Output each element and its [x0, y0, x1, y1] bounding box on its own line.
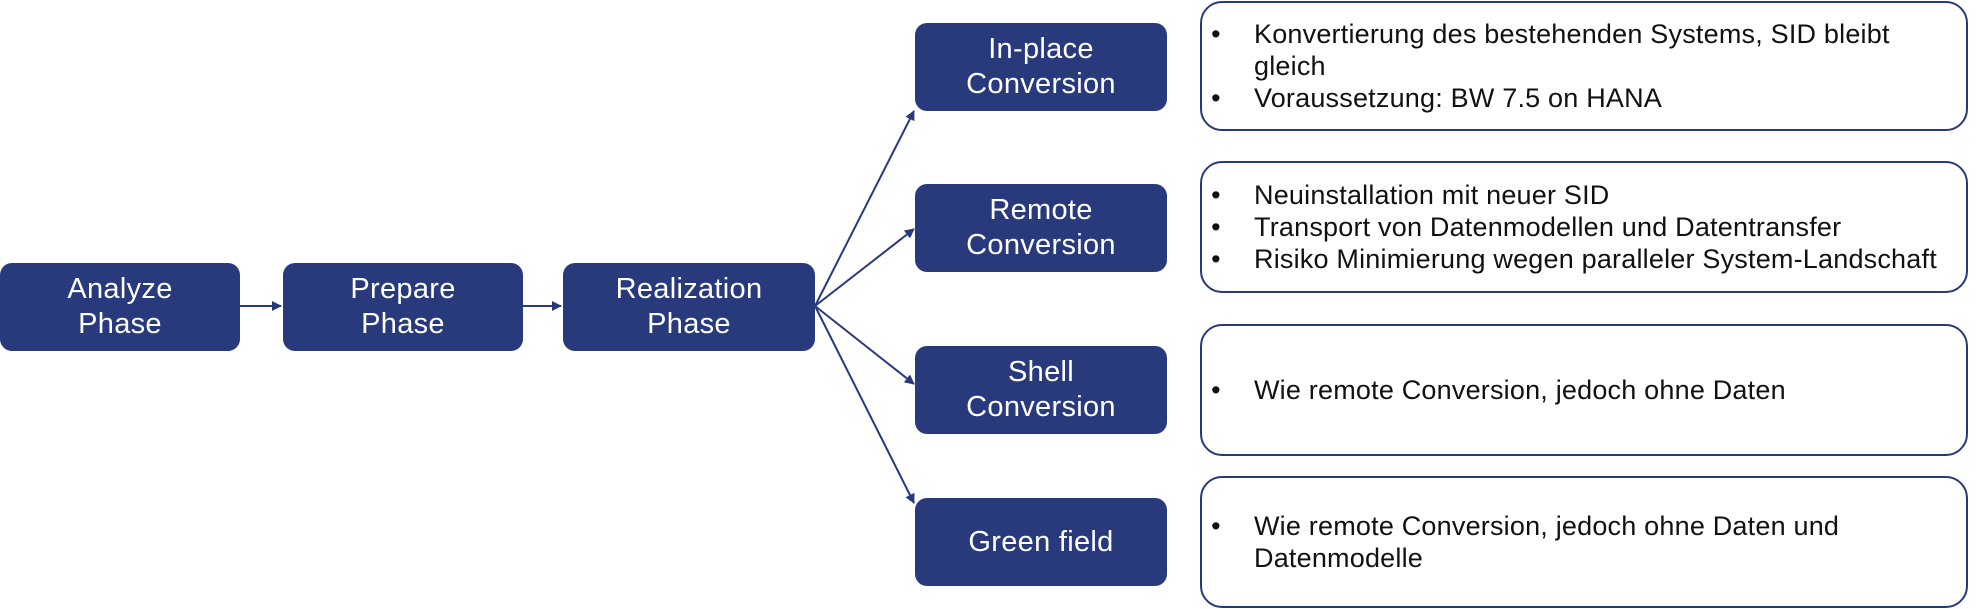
remote-conversion-label: Remote Conversion — [966, 194, 1116, 261]
bullet-item: • Voraussetzung: BW 7.5 on HANA — [1202, 82, 1958, 114]
remote-conversion-box: Remote Conversion — [915, 184, 1167, 272]
arrow-realization-to-remote — [814, 228, 915, 307]
bullet-icon: • — [1211, 511, 1221, 541]
prepare-phase-box: Prepare Phase — [283, 263, 523, 351]
green-field-description: • Wie remote Conversion, jedoch ohne Date… — [1200, 476, 1968, 608]
prepare-phase-label: Prepare Phase — [350, 273, 456, 340]
bullet-text: Wie remote Conversion, jedoch ohne Daten — [1254, 375, 1786, 405]
arrow-realization-to-greenfield — [814, 305, 915, 504]
arrow-realization-to-shell — [814, 305, 915, 385]
analyze-phase-box: Analyze Phase — [0, 263, 240, 351]
bullet-icon: • — [1211, 244, 1221, 274]
arrow-realization-to-inplace — [814, 110, 915, 307]
realization-phase-box: Realization Phase — [563, 263, 815, 351]
bullet-item: • Neuinstallation mit neuer SID — [1202, 179, 1958, 211]
bullet-item: • Wie remote Conversion, jedoch ohne Date… — [1202, 510, 1958, 574]
shell-conversion-box: Shell Conversion — [915, 346, 1167, 434]
bullet-item: • Konvertierung des bestehenden Systems, … — [1202, 18, 1958, 82]
bullet-item: • Transport von Datenmodellen und Datentr… — [1202, 211, 1958, 243]
bullet-icon: • — [1211, 19, 1221, 49]
in-place-conversion-description: • Konvertierung des bestehenden Systems, … — [1200, 1, 1968, 131]
shell-conversion-label: Shell Conversion — [966, 356, 1116, 423]
bullet-text: Wie remote Conversion, jedoch ohne Daten… — [1254, 511, 1840, 573]
realization-phase-label: Realization Phase — [615, 273, 763, 340]
green-field-bullet-list: • Wie remote Conversion, jedoch ohne Date… — [1202, 510, 1958, 574]
bullet-item: • Risiko Minimierung wegen paralleler Sys… — [1202, 243, 1958, 275]
bullet-item: • Wie remote Conversion, jedoch ohne Date… — [1202, 374, 1958, 406]
shell-conversion-description: • Wie remote Conversion, jedoch ohne Date… — [1200, 324, 1968, 456]
analyze-phase-label: Analyze Phase — [67, 273, 173, 340]
bullet-text: Neuinstallation mit neuer SID — [1254, 180, 1610, 210]
remote-conversion-description: • Neuinstallation mit neuer SID • Transpor… — [1200, 161, 1968, 293]
in-place-bullet-list: • Konvertierung des bestehenden Systems, … — [1202, 18, 1958, 114]
bullet-icon: • — [1211, 212, 1221, 242]
bullet-text: Konvertierung des bestehenden Systems, S… — [1254, 19, 1890, 81]
bullet-icon: • — [1211, 180, 1221, 210]
shell-bullet-list: • Wie remote Conversion, jedoch ohne Date… — [1202, 374, 1958, 406]
bullet-text: Risiko Minimierung wegen paralleler Syst… — [1254, 244, 1937, 274]
green-field-box: Green field — [915, 498, 1167, 586]
bullet-icon: • — [1211, 375, 1221, 405]
bullet-text: Voraussetzung: BW 7.5 on HANA — [1254, 83, 1663, 113]
green-field-label: Green field — [968, 525, 1114, 558]
remote-bullet-list: • Neuinstallation mit neuer SID • Transpor… — [1202, 179, 1958, 275]
bullet-text: Transport von Datenmodellen und Datentra… — [1254, 212, 1842, 242]
in-place-conversion-box: In-place Conversion — [915, 23, 1167, 111]
bullet-icon: • — [1211, 83, 1221, 113]
in-place-conversion-label: In-place Conversion — [966, 33, 1116, 100]
